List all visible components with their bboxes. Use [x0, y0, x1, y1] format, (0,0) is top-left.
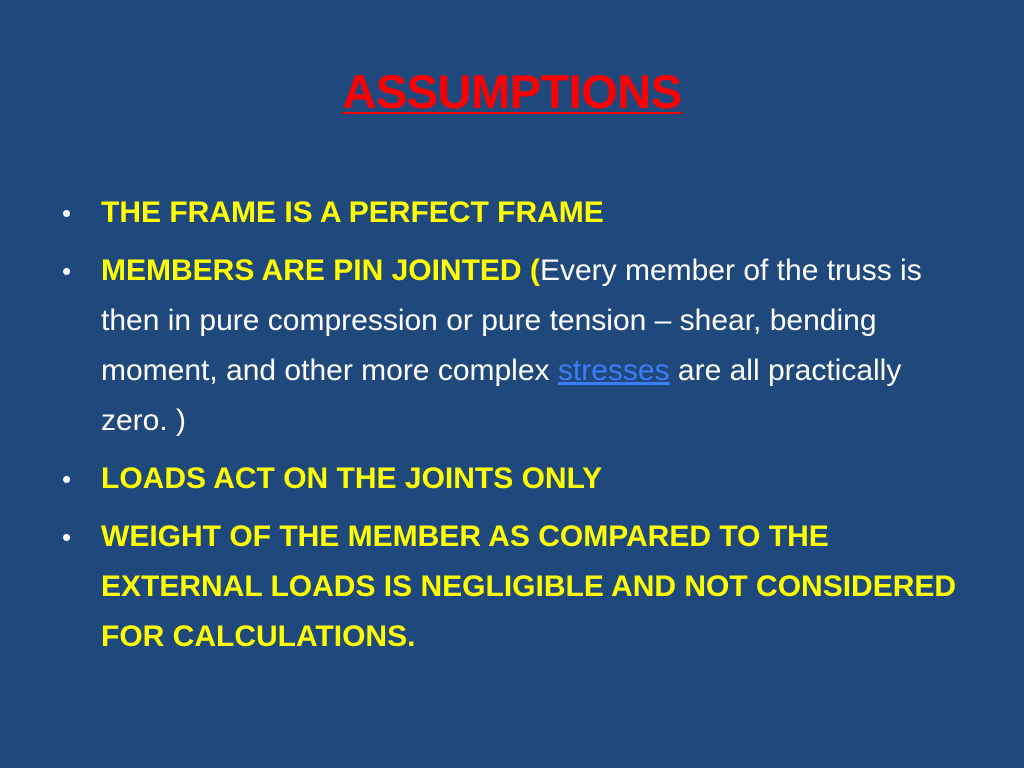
bullet-item-loads-on-joints: • LOADS ACT ON THE JOINTS ONLY — [62, 454, 962, 504]
bullet-item-member-weight: • WEIGHT OF THE MEMBER AS COMPARED TO TH… — [62, 512, 962, 662]
bullet-item-perfect-frame: • THE FRAME IS A PERFECT FRAME — [62, 188, 962, 238]
stresses-link[interactable]: stresses — [557, 354, 670, 387]
bullet-text: WEIGHT OF THE MEMBER AS COMPARED TO THE … — [101, 520, 957, 653]
bullet-icon: • — [62, 198, 72, 228]
bullet-icon: • — [62, 464, 72, 494]
bullet-text: THE FRAME IS A PERFECT FRAME — [101, 196, 604, 229]
bullet-description: Every member of the truss is then in pur… — [101, 254, 922, 387]
bullet-icon: • — [62, 256, 72, 286]
bullet-icon: • — [62, 522, 72, 552]
bullet-text: LOADS ACT ON THE JOINTS ONLY — [101, 462, 603, 495]
bullet-description-end: are all practically zero. ) — [101, 354, 902, 437]
bullet-item-pin-jointed: • MEMBERS ARE PIN JOINTED (Every member … — [62, 246, 962, 446]
slide-title: ASSUMPTIONS — [342, 65, 682, 118]
bullet-text: MEMBERS ARE PIN JOINTED ( — [101, 254, 540, 287]
bullet-list: • THE FRAME IS A PERFECT FRAME • MEMBERS… — [62, 188, 962, 670]
